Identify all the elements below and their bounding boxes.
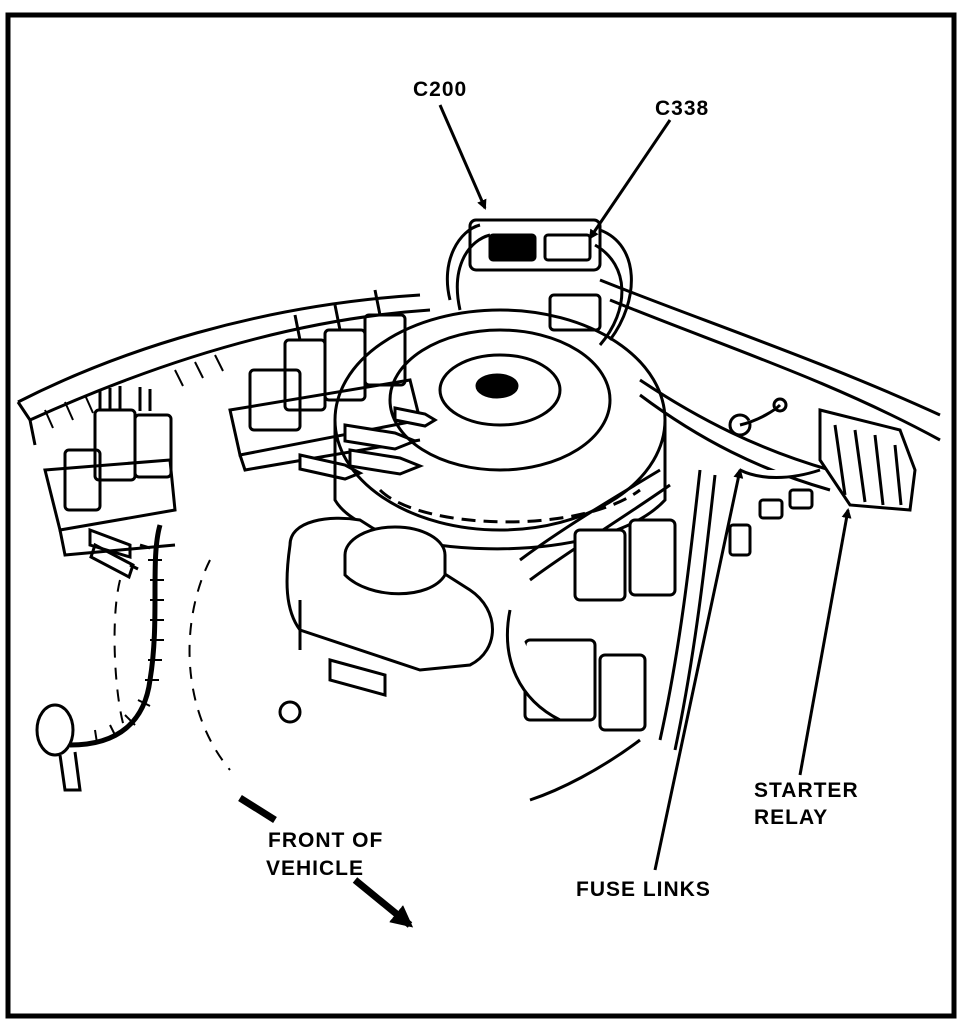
- left-ground-terminal: [35, 703, 82, 792]
- left-connector-cluster: [43, 386, 177, 557]
- bulkhead-connectors: [445, 218, 633, 346]
- air-cleaner: [333, 308, 667, 551]
- fuse-links-leader: [653, 468, 744, 871]
- front-of-vehicle-label-line2: VEHICLE: [266, 857, 365, 880]
- front-direction-arrow: [238, 795, 414, 928]
- wiring-harness-right: [519, 378, 831, 802]
- c200-label: C200: [413, 78, 468, 101]
- left-spark-leads: [88, 527, 151, 580]
- fuse-link-wires: [728, 468, 821, 557]
- starter-relay-leader: [798, 508, 852, 776]
- starter-relay: [728, 397, 917, 512]
- fuse-links-label: FUSE LINKS: [576, 878, 711, 901]
- callout-lines: [438, 104, 852, 871]
- starter-relay-label-line2: RELAY: [754, 806, 829, 829]
- c338-leader: [588, 119, 672, 240]
- starter-relay-label-line1: STARTER: [754, 779, 859, 802]
- engine-contour: [113, 559, 231, 771]
- brake-reservoir: [278, 516, 494, 724]
- c338-label: C338: [655, 97, 710, 120]
- harness-connectors: [505, 518, 677, 732]
- front-of-vehicle-label-line1: FRONT OF: [268, 829, 384, 852]
- c200-leader: [438, 104, 487, 210]
- left-coil-ticks: [94, 559, 164, 744]
- fender-ribs: [44, 354, 224, 429]
- figure-border: [5, 12, 957, 1019]
